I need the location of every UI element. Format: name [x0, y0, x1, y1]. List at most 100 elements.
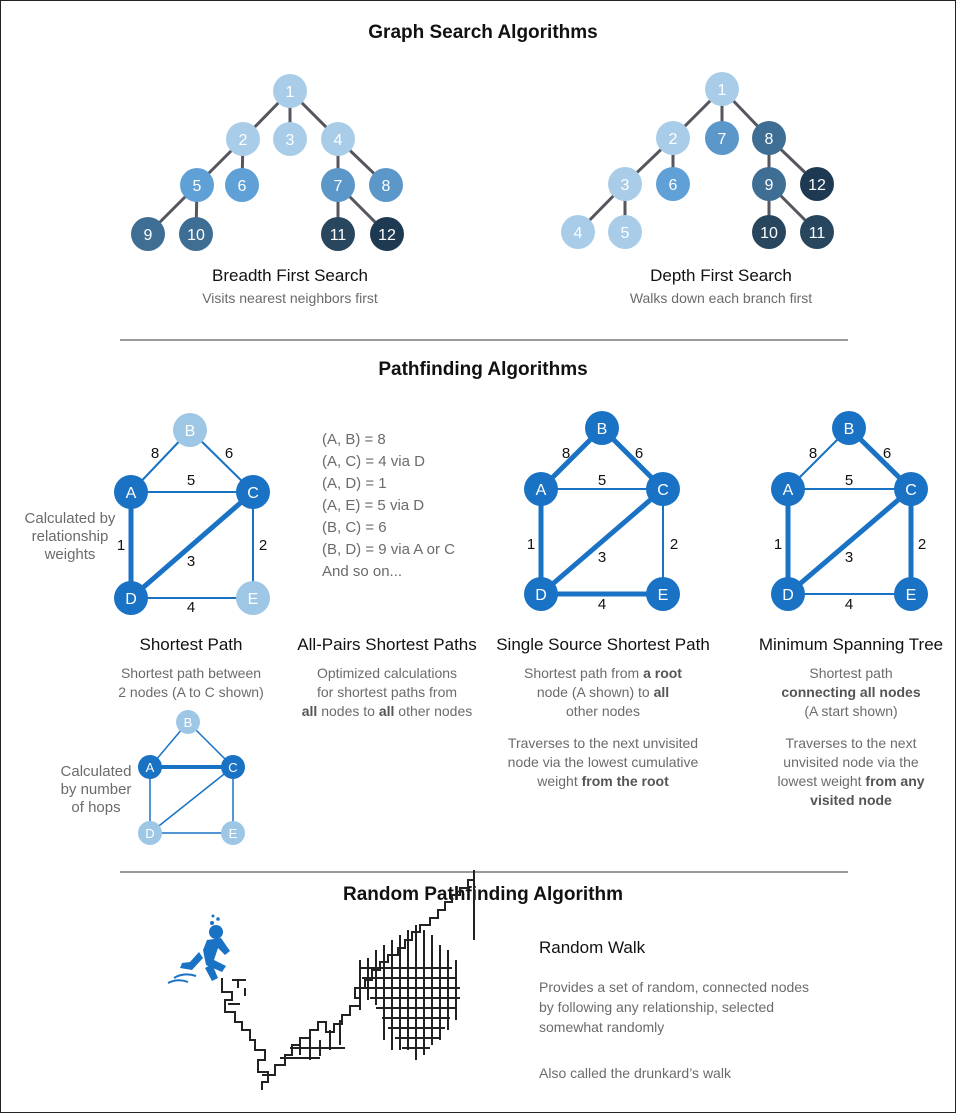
- bfs-node-6: 6: [225, 168, 259, 202]
- drunk-walker-icon: [167, 914, 230, 984]
- bfs-nodes: 1 2 3 4 5 6 7 8 9 10 11 12: [131, 74, 404, 251]
- bfs-node-10: 10: [179, 217, 213, 251]
- sssp-node-b: B: [585, 411, 619, 445]
- bfs-node-2: 2: [226, 122, 260, 156]
- random-walk-title: Random Walk: [539, 938, 646, 957]
- sp-node-c: C: [236, 475, 270, 509]
- svg-text:(B, C) = 6: (B, C) = 6: [322, 519, 387, 536]
- side-note-weights: Calculated by relationship weights: [25, 510, 116, 563]
- dfs-node-12: 12: [800, 167, 834, 201]
- svg-text:8: 8: [765, 131, 774, 148]
- mst-node-d: D: [771, 577, 805, 611]
- svg-text:D: D: [535, 587, 547, 604]
- dfs-node-2: 2: [656, 121, 690, 155]
- sp-node-b: B: [173, 413, 207, 447]
- svg-text:B: B: [185, 423, 196, 440]
- hops-node-a: A: [138, 755, 162, 779]
- section-title-pathfinding: Pathfinding Algorithms: [378, 359, 587, 380]
- svg-text:5: 5: [845, 472, 853, 489]
- svg-text:3: 3: [845, 549, 853, 566]
- svg-text:C: C: [657, 482, 669, 499]
- bfs-node-11: 11: [321, 217, 355, 251]
- sssp-desc-3: other nodes: [566, 703, 640, 719]
- mst-desc-1: Shortest path: [809, 665, 892, 681]
- svg-text:Calculated: Calculated: [61, 763, 132, 780]
- side-note-hops: Calculated by number of hops: [61, 763, 132, 816]
- svg-text:E: E: [906, 587, 917, 604]
- svg-text:4: 4: [574, 225, 583, 242]
- svg-text:A: A: [146, 760, 155, 775]
- svg-text:relationship: relationship: [32, 528, 109, 545]
- hops-node-c: C: [221, 755, 245, 779]
- dfs-node-6: 6: [656, 167, 690, 201]
- svg-text:10: 10: [760, 225, 778, 242]
- random-walk-desc-1: Provides a set of random, connected node…: [539, 979, 809, 995]
- svg-text:D: D: [125, 591, 137, 608]
- svg-text:9: 9: [144, 227, 153, 244]
- bfs-node-8: 8: [369, 168, 403, 202]
- sssp-node-c: C: [646, 472, 680, 506]
- sssp-graph: 8 6 5 1 3 2 4 A B C D E: [524, 411, 680, 613]
- bfs-node-1: 1: [273, 74, 307, 108]
- mst-desc-2: connecting all nodes: [781, 684, 920, 700]
- sssp-title: Single Source Shortest Path: [496, 635, 710, 654]
- svg-text:E: E: [658, 587, 669, 604]
- hops-node-e: E: [221, 821, 245, 845]
- dfs-node-7: 7: [705, 121, 739, 155]
- shortest-path-desc-1: Shortest path between: [121, 665, 261, 681]
- sssp-desc-2: node (A shown) to all: [537, 684, 669, 700]
- svg-text:6: 6: [883, 445, 891, 462]
- sssp-desc-5: node via the lowest cumulative: [508, 754, 699, 770]
- svg-text:5: 5: [187, 472, 195, 489]
- svg-text:9: 9: [765, 177, 774, 194]
- mst-desc-3: (A start shown): [804, 703, 897, 719]
- svg-text:1: 1: [527, 536, 535, 553]
- svg-text:4: 4: [334, 132, 343, 149]
- svg-text:C: C: [905, 482, 917, 499]
- svg-text:8: 8: [382, 178, 391, 195]
- svg-text:B: B: [844, 421, 855, 438]
- bfs-subtitle: Visits nearest neighbors first: [202, 290, 378, 306]
- svg-text:(A, E) = 5 via D: (A, E) = 5 via D: [322, 497, 424, 514]
- svg-text:2: 2: [918, 536, 926, 553]
- sssp-desc-4: Traverses to the next unvisited: [508, 735, 698, 751]
- sssp-node-d: D: [524, 577, 558, 611]
- all-pairs-desc-2: for shortest paths from: [317, 684, 457, 700]
- all-pairs-desc-1: Optimized calculations: [317, 665, 457, 681]
- sssp-desc-6: weight from the root: [536, 773, 669, 789]
- mst-graph: 8 6 5 1 3 2 4 A B C D E: [771, 411, 928, 613]
- random-walk-desc-3: somewhat randomly: [539, 1019, 664, 1035]
- svg-text:(A, C) = 4 via D: (A, C) = 4 via D: [322, 453, 425, 470]
- svg-text:1: 1: [286, 84, 295, 101]
- svg-text:7: 7: [718, 131, 727, 148]
- svg-text:(B, D) = 9 via A or C: (B, D) = 9 via A or C: [322, 541, 455, 558]
- svg-text:4: 4: [598, 596, 606, 613]
- dfs-node-11: 11: [800, 215, 834, 249]
- svg-text:1: 1: [774, 536, 782, 553]
- hops-node-b: B: [176, 710, 200, 734]
- svg-text:D: D: [145, 826, 154, 841]
- bfs-node-9: 9: [131, 217, 165, 251]
- dfs-title: Depth First Search: [650, 266, 792, 285]
- svg-text:10: 10: [187, 227, 205, 244]
- svg-text:2: 2: [259, 537, 267, 554]
- section-title-random: Random Pathfinding Algorithm: [343, 884, 623, 905]
- svg-text:12: 12: [808, 177, 826, 194]
- shortest-path-desc-2: 2 nodes (A to C shown): [118, 684, 264, 700]
- svg-text:6: 6: [238, 178, 247, 195]
- dfs-node-8: 8: [752, 121, 786, 155]
- mst-node-e: E: [894, 577, 928, 611]
- svg-text:And so on...: And so on...: [322, 563, 402, 580]
- svg-text:5: 5: [193, 178, 202, 195]
- random-walk-path: [221, 870, 475, 1090]
- all-pairs-list: (A, B) = 8 (A, C) = 4 via D (A, D) = 1 (…: [322, 431, 455, 580]
- svg-text:3: 3: [286, 132, 295, 149]
- svg-text:3: 3: [598, 549, 606, 566]
- svg-text:6: 6: [635, 445, 643, 462]
- svg-text:12: 12: [378, 227, 396, 244]
- svg-text:6: 6: [669, 177, 678, 194]
- svg-text:1: 1: [718, 82, 727, 99]
- mst-node-c: C: [894, 472, 928, 506]
